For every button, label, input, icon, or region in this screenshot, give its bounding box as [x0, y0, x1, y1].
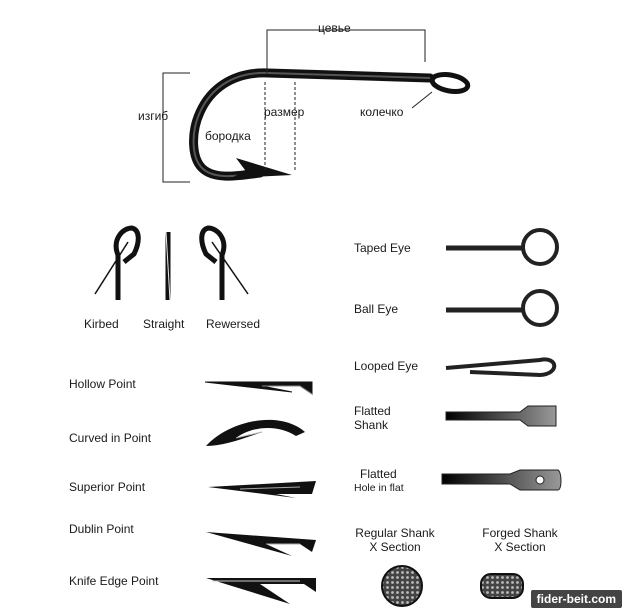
hollow-point-drawing — [204, 381, 313, 395]
ball-eye-drawing — [446, 289, 559, 327]
eye-straight — [165, 231, 171, 301]
superior-point-drawing — [208, 481, 316, 498]
flatted-shank-drawing — [445, 405, 557, 427]
regular-shank-section — [381, 565, 423, 607]
label-hollow-point: Hollow Point — [69, 377, 136, 391]
bend-bracket — [162, 72, 190, 183]
label-looped-eye: Looped Eye — [354, 359, 419, 373]
shank-bracket — [266, 29, 426, 74]
label-curved-in-point: Curved in Point — [69, 431, 152, 445]
label-eye: колечко — [360, 105, 404, 119]
gap-bracket — [264, 82, 296, 170]
looped-eye-drawing — [445, 357, 557, 378]
eye-reversed — [199, 225, 249, 300]
eye-leader — [411, 91, 433, 109]
label-straight: Straight — [143, 317, 185, 331]
main-hook — [189, 68, 435, 181]
label-knife-edge-point: Knife Edge Point — [69, 574, 159, 588]
label-flatted-hole-2: Hole in flat — [354, 482, 404, 494]
label-flatted-hole-1: Flatted — [360, 467, 397, 481]
forged-shank-section — [480, 573, 524, 599]
label-gap: размер — [264, 105, 305, 119]
dublin-point-drawing — [206, 532, 316, 556]
curved-in-point-drawing — [206, 419, 305, 446]
label-ball-eye: Ball Eye — [354, 302, 399, 316]
eye-kirbed — [94, 225, 141, 300]
label-dublin-point: Dublin Point — [69, 522, 134, 536]
label-regular-shank-2: X Section — [369, 540, 421, 554]
label-barb: бородка — [205, 129, 251, 143]
label-flatted-shank-2: Shank — [354, 418, 389, 432]
label-reversed: Rewersed — [206, 317, 261, 331]
label-superior-point: Superior Point — [69, 480, 146, 494]
label-kirbed: Kirbed — [84, 317, 119, 331]
flatted-hole-drawing — [441, 469, 562, 491]
label-shank: цевье — [318, 21, 351, 35]
label-forged-shank-1: Forged Shank — [482, 526, 558, 540]
hook-eye — [429, 72, 471, 94]
label-bend: изгиб — [138, 109, 169, 123]
label-forged-shank-2: X Section — [494, 540, 546, 554]
label-flatted-shank-1: Flatted — [354, 404, 391, 418]
watermark: fider-beit.com — [530, 590, 622, 608]
taped-eye-drawing — [446, 228, 559, 266]
knife-edge-point-drawing — [206, 578, 316, 604]
label-regular-shank-1: Regular Shank — [355, 526, 435, 540]
label-taped-eye: Taped Eye — [354, 241, 411, 255]
